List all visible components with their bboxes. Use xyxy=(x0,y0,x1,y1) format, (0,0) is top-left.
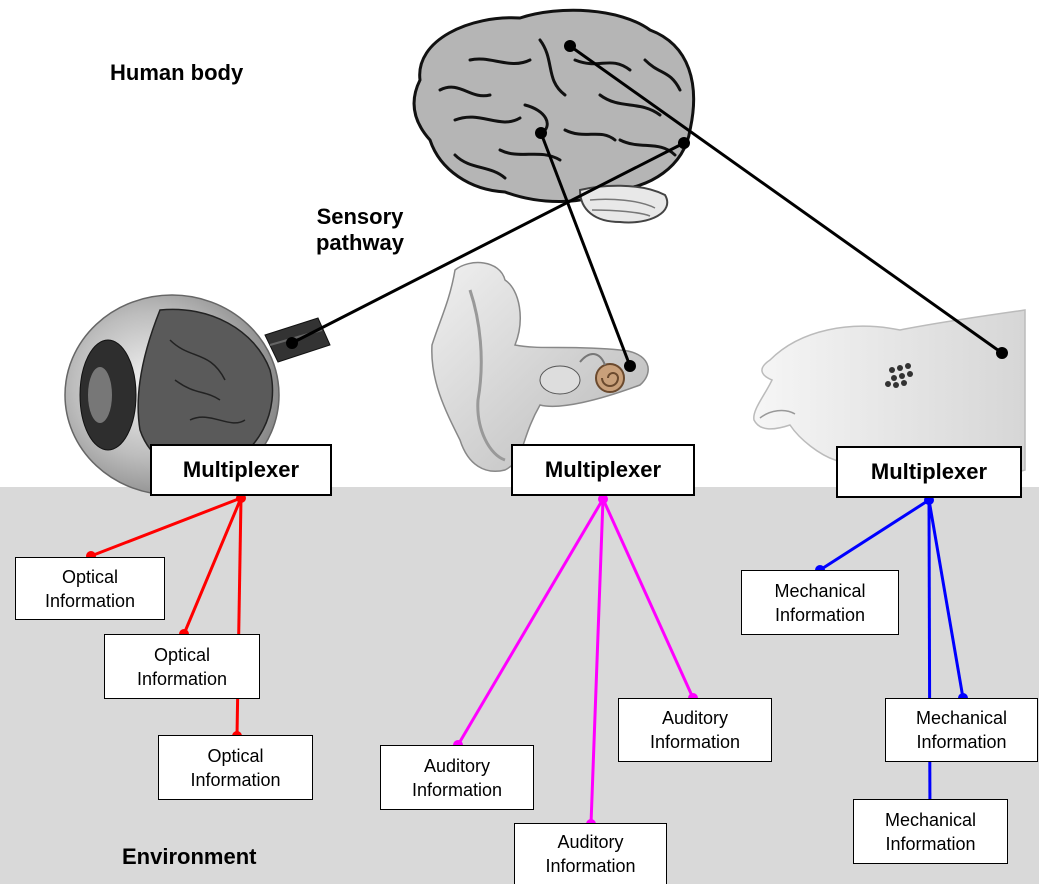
mechanical-connectors xyxy=(820,500,963,828)
mechanical-info-box-3: Mechanical Information xyxy=(853,799,1008,864)
mechanical-info-1-line1: Mechanical xyxy=(774,579,865,603)
optical-info-1-line2: Information xyxy=(45,589,135,613)
pathway-node xyxy=(996,347,1008,359)
optical-info-2-line2: Information xyxy=(137,667,227,691)
human-body-label: Human body xyxy=(110,60,243,86)
sensory-pathway-label: Sensory pathway xyxy=(300,204,420,257)
mechanical-info-3-line2: Information xyxy=(885,832,975,856)
brain-illustration xyxy=(414,10,694,222)
pathway-node xyxy=(624,360,636,372)
auditory-info-2-line1: Auditory xyxy=(557,830,623,854)
mechanical-info-1-line2: Information xyxy=(775,603,865,627)
auditory-info-box-1: Auditory Information xyxy=(380,745,534,810)
optical-info-box-3: Optical Information xyxy=(158,735,313,800)
multiplexer-auditory: Multiplexer xyxy=(511,444,695,496)
mechanical-info-3-line1: Mechanical xyxy=(885,808,976,832)
mechanical-info-2-line2: Information xyxy=(916,730,1006,754)
pathway-node xyxy=(535,127,547,139)
pathway-node xyxy=(286,337,298,349)
auditory-info-1-line1: Auditory xyxy=(424,754,490,778)
auditory-info-1-line2: Information xyxy=(412,778,502,802)
sensory-pathway-label-line1: Sensory xyxy=(317,204,404,229)
optical-info-3-line1: Optical xyxy=(207,744,263,768)
environment-label: Environment xyxy=(122,844,256,870)
mechanical-info-box-1: Mechanical Information xyxy=(741,570,899,635)
sensory-pathway-label-line2: pathway xyxy=(316,230,404,255)
auditory-info-box-2: Auditory Information xyxy=(514,823,667,884)
optical-info-box-1: Optical Information xyxy=(15,557,165,620)
optical-info-1-line1: Optical xyxy=(62,565,118,589)
pathway-node xyxy=(564,40,576,52)
optical-info-box-2: Optical Information xyxy=(104,634,260,699)
mechanical-info-2-line1: Mechanical xyxy=(916,706,1007,730)
auditory-info-box-3: Auditory Information xyxy=(618,698,772,762)
auditory-info-2-line2: Information xyxy=(545,854,635,878)
multiplexer-mechanical: Multiplexer xyxy=(836,446,1022,498)
mechanical-info-box-2: Mechanical Information xyxy=(885,698,1038,762)
auditory-info-3-line2: Information xyxy=(650,730,740,754)
optical-info-3-line2: Information xyxy=(190,768,280,792)
ear-illustration xyxy=(432,263,648,472)
pathway-node xyxy=(678,137,690,149)
multiplexer-optical: Multiplexer xyxy=(150,444,332,496)
optical-info-2-line1: Optical xyxy=(154,643,210,667)
auditory-info-3-line1: Auditory xyxy=(662,706,728,730)
